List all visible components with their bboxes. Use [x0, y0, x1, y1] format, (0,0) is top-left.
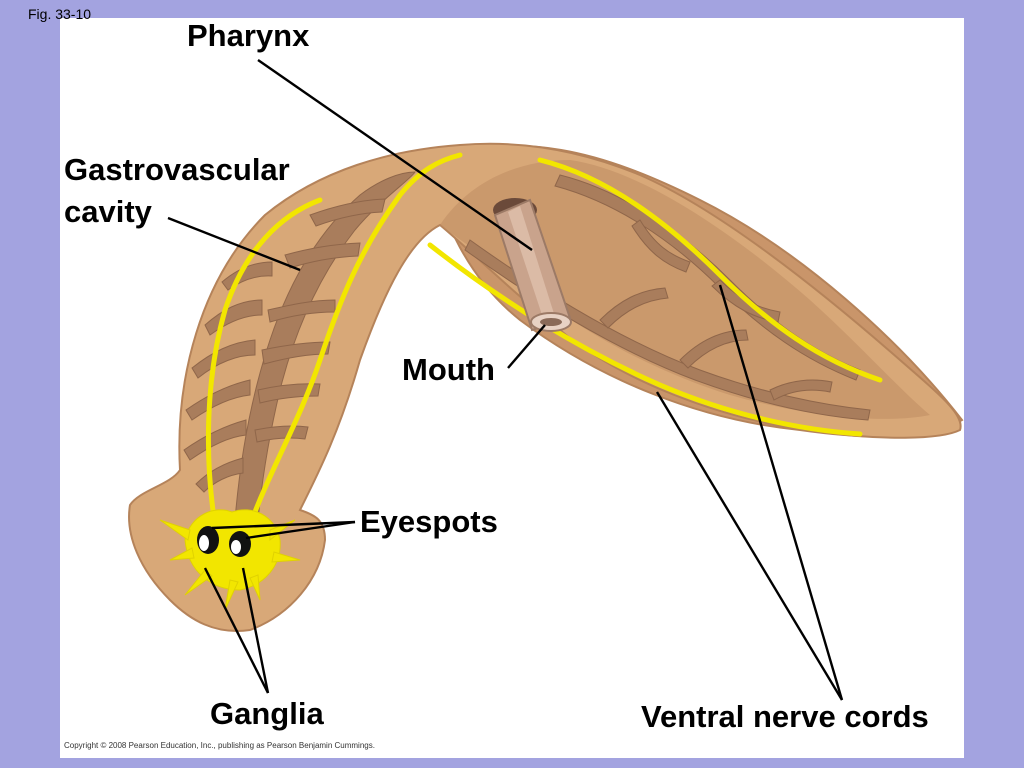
- leader-lines: [167, 59, 844, 701]
- label-gastrovascular-line1: Gastrovascular: [64, 152, 290, 187]
- eyespots-leader-2: [245, 520, 356, 540]
- ganglia-leader-1: [203, 567, 270, 694]
- gastrovascular-leader: [167, 216, 301, 272]
- label-mouth: Mouth: [402, 352, 495, 387]
- ganglia-leader-2: [241, 567, 270, 694]
- nerve-leader-1: [655, 391, 844, 701]
- label-eyespots: Eyespots: [360, 504, 498, 539]
- mouth-leader: [507, 324, 546, 369]
- pharynx: [493, 198, 572, 332]
- ventral-nerve-cords: [205, 152, 883, 528]
- copyright-notice: Copyright © 2008 Pearson Education, Inc.…: [64, 741, 375, 750]
- figure-number: Fig. 33-10: [28, 6, 92, 22]
- eyespots: [197, 526, 251, 557]
- nerve-leader-2: [718, 284, 844, 701]
- label-gastrovascular-line2: cavity: [64, 194, 152, 229]
- label-ventral-nerve-cords: Ventral nerve cords: [641, 699, 929, 734]
- eyespots-leader-1: [211, 520, 356, 530]
- label-ganglia: Ganglia: [210, 696, 324, 731]
- pharynx-leader: [257, 59, 533, 251]
- label-pharynx: Pharynx: [187, 18, 310, 53]
